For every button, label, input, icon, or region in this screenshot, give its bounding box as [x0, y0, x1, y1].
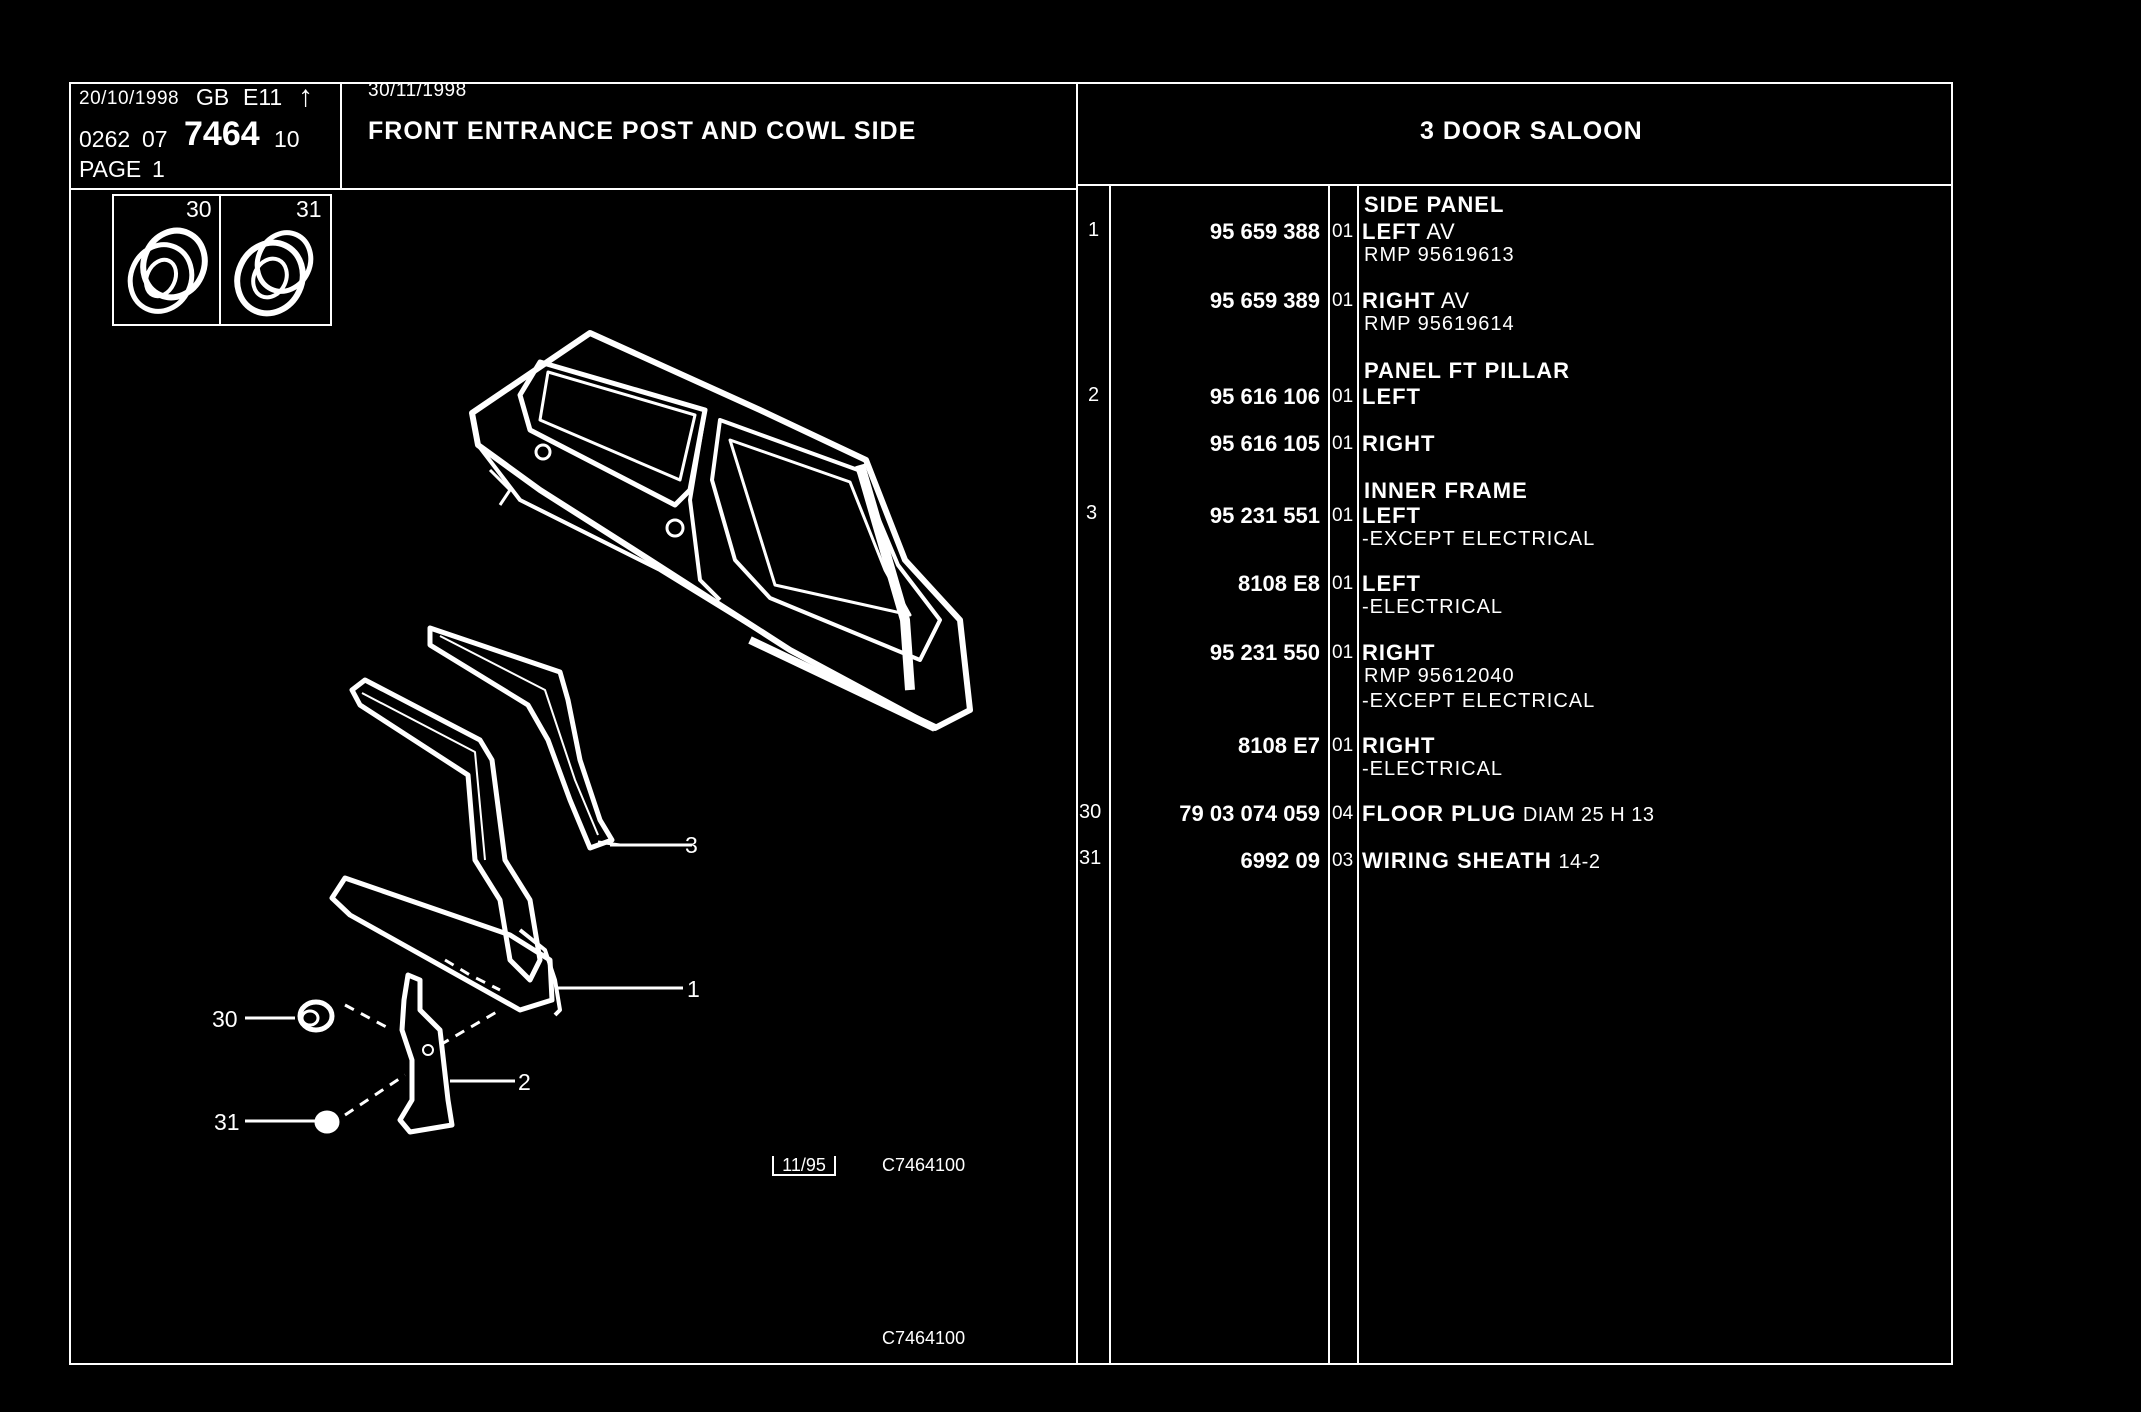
- part-side: RIGHT: [1362, 431, 1436, 456]
- part-number: 8108 E8: [1238, 571, 1320, 596]
- part-number: 8108 E7: [1238, 733, 1320, 758]
- side-panel-drawing: [469, 330, 973, 732]
- part-side: LEFT: [1362, 503, 1421, 528]
- part-side: LEFT: [1362, 384, 1421, 409]
- floor-plug-icon: [127, 227, 208, 314]
- part-number: 95 231 551: [1209, 503, 1320, 528]
- ref-prefix-a: 0262: [79, 126, 131, 152]
- part-extra: 14-2: [1558, 851, 1601, 873]
- market-code: GB: [196, 84, 230, 110]
- ref-number: 2: [1088, 384, 1100, 406]
- sill-drawing: [329, 875, 562, 1017]
- part-heading: SIDE PANEL: [1364, 192, 1505, 217]
- leader-lines: [245, 843, 692, 1123]
- thumbnail-label-31: 31: [296, 196, 322, 222]
- exploded-parts-diagram: [245, 330, 973, 1135]
- page-title: FRONT ENTRANCE POST AND COWL SIDE: [368, 117, 917, 145]
- part-side: LEFT: [1362, 219, 1421, 244]
- part-note: -ELECTRICAL: [1362, 596, 1504, 618]
- callout-2: 2: [518, 1069, 531, 1095]
- plug-drawing: [297, 999, 340, 1134]
- part-number: 95 616 106: [1209, 384, 1320, 409]
- ref-prefix-b: 07: [142, 126, 168, 152]
- drawing-date-box: 11/95: [772, 1156, 836, 1176]
- pillar-arch-drawing: [349, 677, 543, 983]
- callout-30: 30: [212, 1006, 238, 1032]
- part-heading: INNER FRAME: [1364, 478, 1528, 503]
- ref-number: 31: [1079, 847, 1102, 869]
- thumbnail-frame: [112, 194, 332, 326]
- part-note: -EXCEPT ELECTRICAL: [1362, 690, 1596, 712]
- issue-date: 20/10/1998: [79, 88, 180, 109]
- cowl-side-drawing: [397, 972, 455, 1135]
- ref-main: 7464: [184, 115, 260, 153]
- variant-code: 01: [1332, 505, 1354, 526]
- part-side: FLOOR PLUG: [1362, 801, 1517, 826]
- part-number: 95 659 388: [1209, 219, 1320, 244]
- part-number: 79 03 074 059: [1179, 801, 1320, 826]
- variant-code: 01: [1332, 290, 1354, 311]
- part-note: RMP 95619614: [1364, 313, 1515, 335]
- drawing-code-small: C7464100: [882, 1155, 966, 1175]
- version-title: 3 DOOR SALOON: [1420, 117, 1643, 145]
- part-side: RIGHT: [1362, 733, 1436, 758]
- part-note: RMP 95612040: [1364, 665, 1515, 687]
- drawing-date: 11/95: [782, 1155, 826, 1175]
- variant-code: 04: [1332, 803, 1354, 824]
- variant-code: 01: [1332, 221, 1354, 242]
- variant-code: 03: [1332, 850, 1354, 871]
- callout-3: 3: [685, 832, 698, 858]
- variant-code: 01: [1332, 386, 1354, 407]
- part-number: 95 616 105: [1209, 431, 1320, 456]
- part-side: RIGHT: [1362, 288, 1436, 313]
- up-arrow-icon: ↑: [298, 80, 313, 113]
- ref-suffix: 10: [274, 126, 300, 152]
- ref-number: 3: [1086, 502, 1098, 524]
- callout-1: 1: [687, 976, 700, 1002]
- variant-code: 01: [1332, 433, 1354, 454]
- model-code: E11: [243, 84, 283, 110]
- variant-code: 01: [1332, 642, 1354, 663]
- part-note: RMP 95619613: [1364, 244, 1515, 266]
- inner-frame-drawing: [427, 625, 621, 851]
- callout-31: 31: [214, 1109, 240, 1135]
- ref-number: 30: [1079, 801, 1102, 823]
- ref-number: 1: [1088, 219, 1100, 241]
- thumbnail-label-30: 30: [186, 196, 212, 222]
- part-extra: AV: [1426, 219, 1456, 244]
- page-label: PAGE: [79, 156, 142, 182]
- part-heading: PANEL FT PILLAR: [1364, 358, 1571, 383]
- variant-code: 01: [1332, 735, 1354, 756]
- wiring-sheath-icon: [234, 230, 314, 317]
- part-side: WIRING SHEATH: [1362, 848, 1552, 873]
- part-number: 6992 09: [1240, 848, 1320, 873]
- part-extra: AV: [1440, 288, 1470, 313]
- part-number: 95 231 550: [1209, 640, 1320, 665]
- part-extra: DIAM 25 H 13: [1522, 804, 1655, 826]
- part-number: 95 659 389: [1209, 288, 1320, 313]
- revision-date: 30/11/1998: [368, 80, 467, 101]
- part-side: LEFT: [1362, 571, 1421, 596]
- part-note: -ELECTRICAL: [1362, 758, 1504, 780]
- page-number: 1: [152, 156, 165, 182]
- variant-code: 01: [1332, 573, 1354, 594]
- part-note: -EXCEPT ELECTRICAL: [1362, 528, 1596, 550]
- part-side: RIGHT: [1362, 640, 1436, 665]
- drawing-code-bottom: C7464100: [882, 1328, 966, 1348]
